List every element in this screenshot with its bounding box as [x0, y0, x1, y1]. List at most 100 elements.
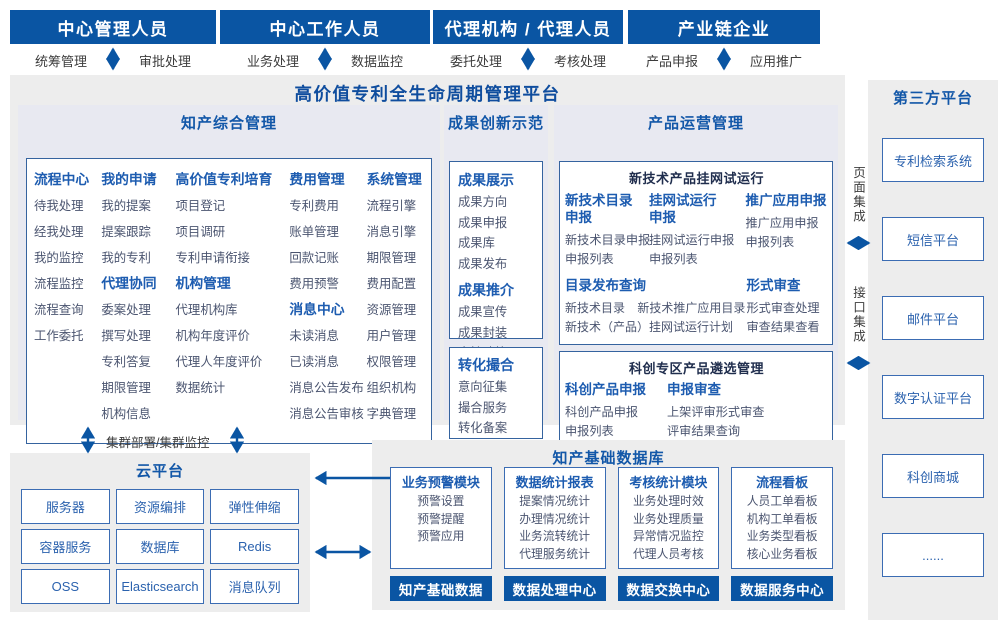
- menu-item: 预警提醒: [417, 511, 465, 526]
- cloud-platform-title: 云平台: [135, 463, 184, 480]
- menu-item: 消息公告审核: [289, 407, 364, 421]
- menu-item: 流程引擎: [366, 199, 417, 213]
- menu-item: 费用预警: [289, 277, 339, 291]
- menu-item: 办理情况统计: [519, 511, 591, 526]
- menu-column: 我的申请我的提案提案跟踪我的专利代理协同委案处理撰写处理专利答复期限管理机构信息: [101, 167, 175, 435]
- menu-item: 形式审查处理: [746, 301, 820, 315]
- trial-bottom: 目录发布查询 新技术目录 新技术推广应用目录 新技术（产品）挂网试运行计划 形式…: [565, 277, 828, 337]
- menu-item: 代理人员考核: [632, 546, 704, 561]
- actor-labels: 委托处理 考核处理: [433, 51, 623, 70]
- menu-column: 高价值专利培育项目登记项目调研专利申请衔接机构管理代理机构库机构年度评价代理人年…: [176, 167, 290, 435]
- menu-item: 申报列表: [565, 252, 614, 266]
- third-party-system-box: 专利检索系统: [882, 138, 984, 182]
- ip-database-panel: 知产基础数据库 业务预警模块预警设置预警提醒预警应用数据统计报表提案情况统计办理…: [372, 440, 845, 610]
- menu-item: 新技术推广应用目录: [637, 301, 746, 315]
- actor-title: 代理机构 / 代理人员: [433, 10, 623, 44]
- db-modules: 业务预警模块预警设置预警提醒预警应用数据统计报表提案情况统计办理情况统计业务流转…: [390, 467, 833, 569]
- menu-item: 上架评审形式审查: [667, 405, 765, 419]
- selection-columns: 科创产品申报科创产品申报申报列表申报审查上架评审形式审查评审结果查询: [565, 381, 828, 441]
- trial-run-title: 新技术产品挂网试运行: [628, 171, 764, 186]
- actor-group: 产业链企业产品申报应用推广: [628, 10, 820, 70]
- actor-title: 产业链企业: [628, 10, 820, 44]
- menu-item: 机构年度评价: [175, 329, 250, 343]
- db-center-bar: 数据处理中心: [503, 576, 606, 601]
- menu-item: 组织机构: [366, 381, 417, 395]
- panel-innovation: 成果创新示范 成果展示成果方向成果申报成果库成果发布成果推介成果宣传成果封装支持…: [444, 105, 548, 439]
- menu-group-header: 消息中心: [289, 302, 345, 317]
- menu-item: 人员工单看板: [746, 494, 818, 508]
- menu-item: 异常情况监控: [632, 529, 704, 543]
- menu-item: 提案跟踪: [101, 225, 151, 239]
- menu-item: 成果方向: [458, 195, 508, 209]
- menu-item: 权限管理: [366, 355, 417, 369]
- menu-group-header: 转化撮合: [458, 357, 514, 373]
- actor-labels: 产品申报应用推广: [628, 51, 820, 70]
- catalog-row-1: 新技术目录 新技术推广应用目录: [565, 299, 746, 318]
- db-center-bar: 知产基础数据: [390, 576, 492, 601]
- actor-role-label: 统筹管理: [34, 54, 87, 69]
- db-center-bar: 数据交换中心: [617, 576, 720, 601]
- menu-group-header: 成果推介: [458, 282, 514, 298]
- formal-review-header: 形式审查: [746, 278, 801, 293]
- platform-container: 高价值专利全生命周期管理平台 知产综合管理 流程中心待我处理经我处理我的监控流程…: [10, 75, 845, 446]
- actor-role-label: 考核处理: [554, 54, 607, 69]
- menu-item: 成果申报: [458, 215, 508, 230]
- menu-item: 业务处理质量: [632, 511, 704, 526]
- menu-group-header: 我的申请: [101, 172, 157, 187]
- menu-column: 推广应用申报推广应用申报申报列表: [745, 192, 828, 269]
- actor-labels: 业务处理数据监控: [220, 51, 430, 70]
- menu-group-header: 系统管理: [366, 172, 422, 187]
- menu-item: 账单管理: [289, 225, 339, 239]
- menu-group-header: 新技术目录申报: [565, 193, 633, 225]
- menu-item: 经我处理: [34, 225, 84, 239]
- cloud-service-box: 弹性伸缩: [210, 489, 299, 524]
- menu-item: 字典管理: [366, 407, 417, 421]
- menu-group-header: 机构管理: [175, 276, 231, 291]
- menu-item: 流程监控: [34, 277, 84, 291]
- cloud-service-box: 数据库: [115, 529, 205, 564]
- actor-role-label: 业务处理: [246, 54, 299, 69]
- menu-item: 成果宣传: [458, 305, 508, 319]
- db-module-box: 业务预警模块预警设置预警提醒预警应用: [390, 467, 492, 569]
- cloud-service-box: 消息队列: [210, 569, 299, 604]
- panel-product-ops: 产品运营管理 新技术产品挂网试运行 新技术目录申报新技术目录申报申报列表挂网试运…: [554, 105, 838, 446]
- menu-item: 我的提案: [101, 199, 151, 213]
- actor-role-label: 产品申报: [645, 54, 698, 69]
- menu-item: 评审结果查询: [667, 424, 741, 438]
- third-party-system-box: 邮件平台: [882, 296, 984, 340]
- menu-item: 消息公告发布: [289, 381, 364, 395]
- menu-column: 系统管理流程引擎消息引擎期限管理费用配置资源管理用户管理权限管理组织机构字典管理: [367, 167, 424, 435]
- panel-product-ops-title: 产品运营管理: [647, 115, 744, 132]
- menu-item: 期限管理: [101, 381, 151, 395]
- third-party-panel: 第三方平台 专利检索系统短信平台邮件平台数字认证平台科创商城......: [868, 80, 998, 620]
- actor-labels: 统筹管理审批处理: [10, 51, 216, 70]
- actor-role-label: 委托处理: [449, 54, 502, 69]
- panel-innovation-title: 成果创新示范: [447, 115, 544, 132]
- menu-group-header: 挂网试运行申报: [649, 193, 717, 225]
- menu-item: 转化备案: [458, 421, 508, 435]
- menu-column: 挂网试运行申报挂网试运行申报申报列表: [649, 192, 745, 269]
- menu-item: 代理人年度评价: [175, 355, 263, 369]
- menu-item: 工作委托: [34, 329, 84, 343]
- selection-title: 科创专区产品遴选管理: [628, 361, 764, 376]
- cloud-service-box: Redis: [210, 529, 299, 564]
- menu-item: 科创产品申报: [565, 405, 639, 419]
- menu-item: 机构工单看板: [746, 511, 818, 526]
- menu-item: 专利申请衔接: [175, 251, 250, 265]
- menu-item: 用户管理: [366, 329, 417, 343]
- selection-box: 科创专区产品遴选管理 科创产品申报科创产品申报申报列表申报审查上架评审形式审查评…: [559, 351, 833, 446]
- menu-item: 成果发布: [458, 256, 508, 271]
- menu-item: 项目登记: [175, 199, 226, 213]
- panel-ip-title: 知产综合管理: [180, 115, 277, 132]
- db-center-bar: 数据服务中心: [731, 576, 833, 601]
- menu-item: 挂网试运行申报: [649, 233, 735, 247]
- menu-item: 流程查询: [34, 303, 84, 317]
- menu-column: 流程中心待我处理经我处理我的监控流程监控流程查询工作委托: [34, 167, 101, 435]
- menu-item: 业务类型看板: [746, 529, 818, 543]
- menu-item: 期限管理: [366, 251, 417, 265]
- menu-column: 新技术目录申报新技术目录申报申报列表: [565, 192, 650, 269]
- menu-item: 未读消息: [289, 329, 339, 343]
- cloud-service-box: 服务器: [21, 489, 110, 524]
- menu-item: 核心业务看板: [746, 546, 818, 561]
